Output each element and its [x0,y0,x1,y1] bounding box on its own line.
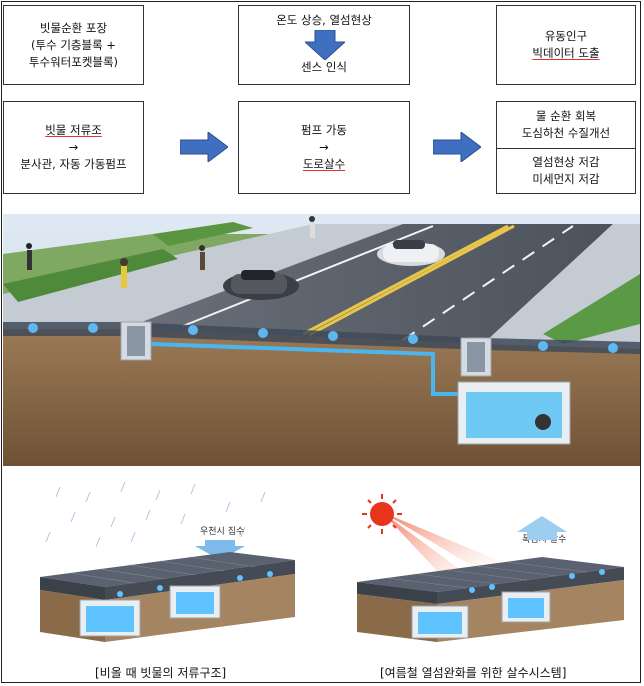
box-pump: 펌프 가동 → 도로살수 [238,101,410,194]
right-arrow-icon [433,132,481,162]
pedestrian-icon [26,243,32,270]
right-arrow-icon [180,132,228,162]
box-results-bottom: 열섬현상 저감 미세먼지 저감 [497,149,635,193]
down-arrow-icon [305,30,345,60]
rain-storage-illustration: 우천시 집수 [40,482,295,642]
box-results-line1: 물 순환 회복 [535,109,597,123]
road-cross-section-illustration [3,214,640,466]
box-pump-arrow: → [319,140,329,154]
box-pump-line1: 펌프 가동 [301,123,347,137]
box-rain-pavement-line3: 투수워터포켓블록) [28,54,119,69]
box-storage-tank-line3: 분사관, 자동 가동펌프 [20,157,127,171]
box-temperature-line1: 온도 상승, 열섬현상 [276,13,372,27]
rain-collect-label: 우천시 집수 [200,525,244,537]
box-bigdata-line1: 유동인구 [544,29,588,43]
sun-icon [362,494,402,534]
box-rain-pavement-line1: 빗물순환 포장 [39,20,108,35]
pedestrian-icon [309,216,315,238]
up-arrow-icon [517,516,567,540]
caption-left: [비올 때 빗물의 저류구조] [95,666,227,680]
box-results: 물 순환 회복 도심하천 수질개선 열섬현상 저감 미세먼지 저감 [496,101,636,194]
pedestrian-icon [199,245,205,270]
box-results-top: 물 순환 회복 도심하천 수질개선 [497,102,635,149]
box-storage-tank-arrow: → [68,140,79,154]
box-bigdata: 유동인구 빅데이터 도출 [496,5,636,85]
box-results-line4: 미세먼지 저감 [532,172,600,186]
lane-line [182,225,434,327]
box-storage-tank-line1: 빗물 저류조 [45,123,102,137]
sprinkler-illustration: 폭염시 살수 [357,494,624,642]
road-surface [123,224,613,344]
lane-line [308,224,515,337]
pump-icon [535,414,551,430]
hedge-shape [153,222,253,246]
hedge-shape [3,249,178,302]
pedestrian-icon [120,258,128,288]
water-pipe [150,342,461,396]
box-storage-tank: 빗물 저류조 → 분사관, 자동 가동펌프 [3,101,144,194]
down-arrow-icon [195,540,245,560]
shrub-shape [543,274,640,344]
box-rain-pavement: 빗물순환 포장 (투수 기층블록 + 투수워터포켓블록) [3,5,144,85]
box-rain-pavement-line2: (투수 기층블록 + [31,37,116,52]
car-icon [223,270,299,300]
car-icon [377,240,445,266]
box-temperature-line2: 센스 인식 [301,60,347,74]
caption-right: [여름철 열섬완화를 위한 살수시스템] [380,666,567,680]
lane-line [302,224,509,336]
box-results-line3: 열섬현상 저감 [532,155,600,169]
box-temperature-sensor: 온도 상승, 열섬현상 센스 인식 [238,5,410,85]
box-results-line2: 도심하천 수질개선 [521,126,611,140]
box-pump-line3: 도로살수 [302,157,346,171]
box-bigdata-line2: 빅데이터 도출 [532,46,600,60]
